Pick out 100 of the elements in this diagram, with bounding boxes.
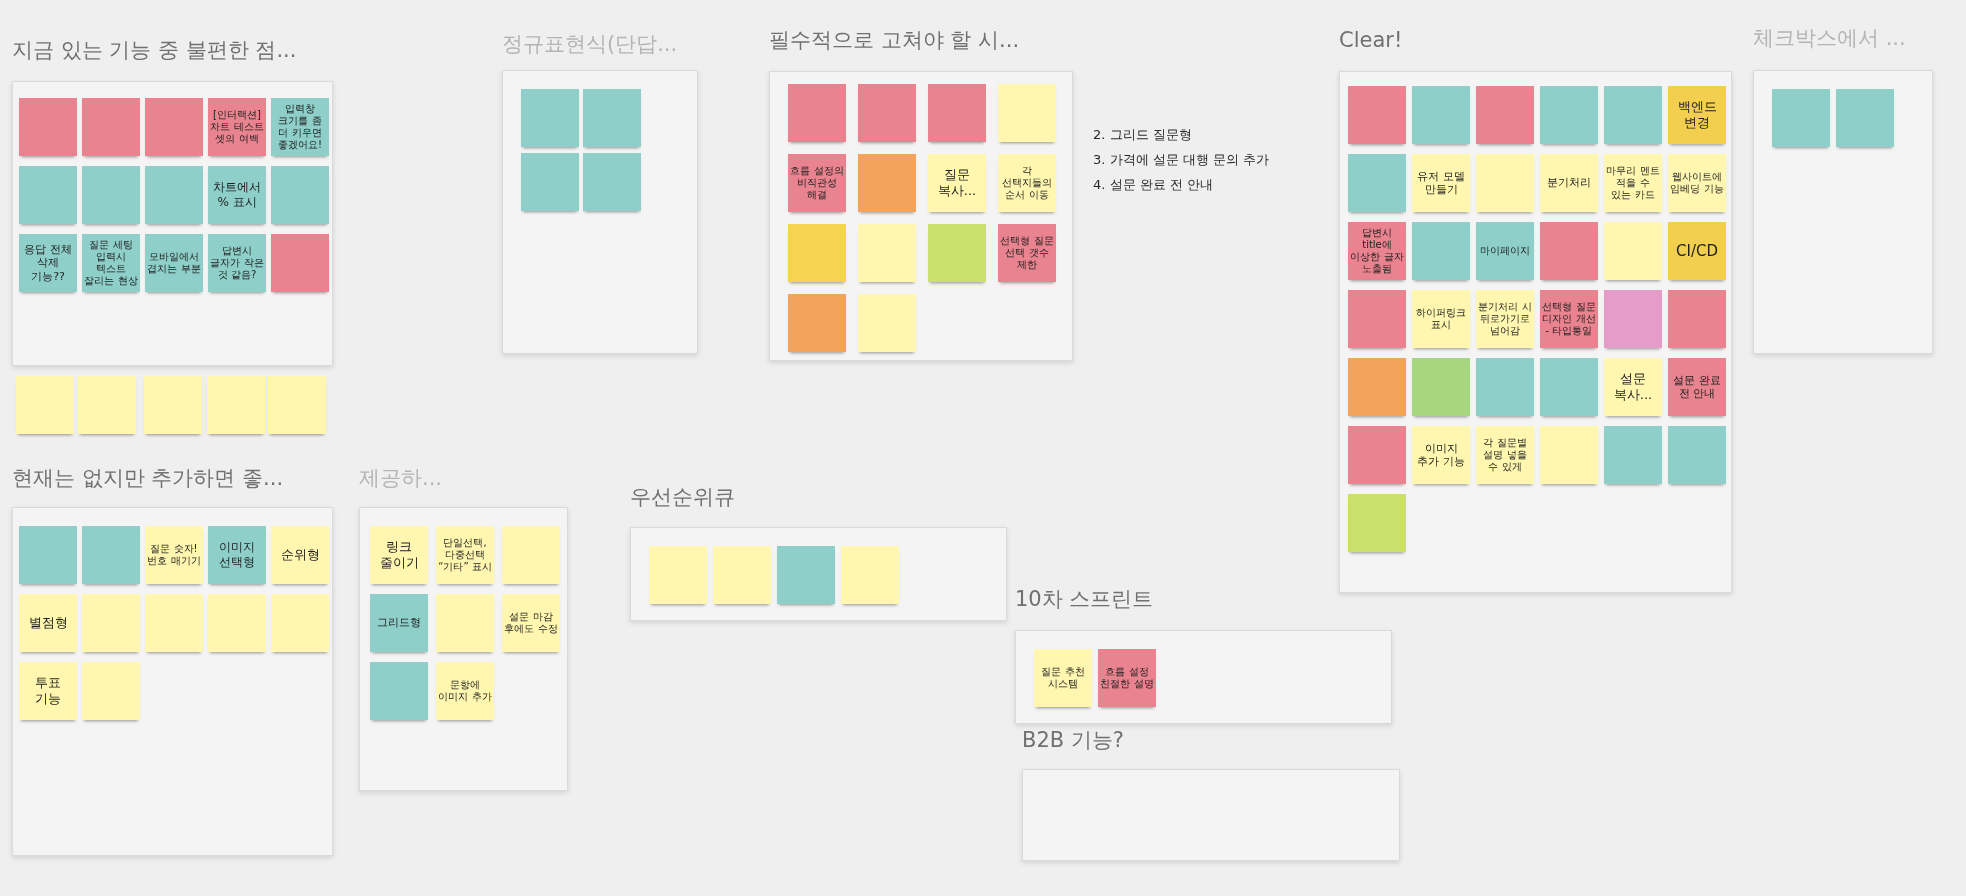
- sticky-note: [1540, 86, 1598, 144]
- sticky-note: [1348, 358, 1406, 416]
- sticky-note: [19, 98, 77, 156]
- list-item: 3. 가격에 설문 대행 문의 추가: [1093, 151, 1270, 169]
- sticky-note: [858, 84, 916, 142]
- sticky-note: [1668, 290, 1726, 348]
- sticky-note: 분기처리: [1540, 154, 1598, 212]
- sticky-note: 질문 세팅 입력시 텍스트 잘리는 현상: [82, 234, 140, 292]
- sticky-note: 링크 줄이기: [370, 526, 428, 584]
- frame-title: B2B 기능?: [1022, 727, 1124, 753]
- frame-title: 제공하...: [359, 465, 443, 491]
- sticky-note: [인터랙션] 차트 테스트 셋의 여백: [208, 98, 266, 156]
- frame-title: 우선순위큐: [630, 484, 735, 510]
- sticky-note: [1604, 222, 1662, 280]
- sticky-note: [271, 594, 329, 652]
- sticky-note: [78, 376, 136, 434]
- sticky-note: 모바일에서 겹치는 부분: [145, 234, 203, 292]
- sticky-note: 답변시 글자가 작은 것 같음?: [208, 234, 266, 292]
- sticky-note: [1476, 154, 1534, 212]
- sticky-note: 하이퍼링크 표시: [1412, 290, 1470, 348]
- sticky-note: 웹사이트에 임베딩 기능: [1668, 154, 1726, 212]
- sticky-note: 분기처리 시 뒤로가기로 넘어감: [1476, 290, 1534, 348]
- sticky-note: [583, 153, 641, 211]
- frame-title: 현재는 없지만 추가하면 좋...: [12, 465, 284, 491]
- sticky-note: [1604, 86, 1662, 144]
- sticky-note: [207, 376, 265, 434]
- sticky-note: 설문 완료 전 안내: [1668, 358, 1726, 416]
- sticky-note: [82, 166, 140, 224]
- sticky-note: 유저 모델 만들기: [1412, 154, 1470, 212]
- sticky-note: [1348, 426, 1406, 484]
- sticky-note: [1476, 86, 1534, 144]
- frame-title: 필수적으로 고쳐야 할 시...: [769, 27, 1020, 53]
- sticky-note: [1348, 494, 1406, 552]
- sticky-note: [145, 166, 203, 224]
- sticky-note: [144, 376, 202, 434]
- sticky-note: [19, 526, 77, 584]
- sticky-note: [1348, 154, 1406, 212]
- sticky-note: [1540, 426, 1598, 484]
- sticky-note: [1540, 358, 1598, 416]
- sticky-note: [1836, 89, 1894, 147]
- sticky-note: [858, 294, 916, 352]
- sticky-note: [858, 154, 916, 212]
- sticky-note: [649, 546, 707, 604]
- sticky-note: 별점형: [19, 594, 77, 652]
- sticky-note: 마이페이지: [1476, 222, 1534, 280]
- sticky-note: [436, 594, 494, 652]
- sticky-note: [1412, 358, 1470, 416]
- sticky-note: [1412, 86, 1470, 144]
- list-item: 2. 그리드 질문형: [1093, 126, 1192, 144]
- sticky-note: 질문 복사...: [928, 154, 986, 212]
- sticky-note: [788, 294, 846, 352]
- sticky-note: [82, 662, 140, 720]
- sticky-note: [1604, 290, 1662, 348]
- sticky-note: [82, 594, 140, 652]
- sticky-note: 선택형 질문 디자인 개선 - 타입통일: [1540, 290, 1598, 348]
- sticky-note: [841, 546, 899, 604]
- sticky-note: 백엔드 변경: [1668, 86, 1726, 144]
- sticky-note: 흐름 설정 친절한 설명: [1098, 649, 1156, 707]
- sticky-note: [268, 376, 326, 434]
- sticky-note: [583, 89, 641, 147]
- sticky-note: 입력창 크기를 좀 더 키우면 좋겠어요!: [271, 98, 329, 156]
- sticky-note: [1540, 222, 1598, 280]
- sticky-note: [16, 376, 74, 434]
- frame-title: 10차 스프린트: [1015, 586, 1154, 612]
- sticky-note: [521, 89, 579, 147]
- list-item: 4. 설문 완료 전 안내: [1093, 176, 1213, 194]
- frame-title: Clear!: [1339, 27, 1403, 53]
- frame-title: 정규표현식(단답...: [502, 31, 678, 57]
- sticky-note: [777, 546, 835, 604]
- sticky-note: [928, 224, 986, 282]
- sticky-note: [271, 166, 329, 224]
- sticky-note: [1412, 222, 1470, 280]
- sticky-note: [208, 594, 266, 652]
- sticky-note: 질문 숫자! 번호 매기기: [145, 526, 203, 584]
- sticky-note: [370, 662, 428, 720]
- sticky-note: 선택형 질문 선택 갯수 제한: [998, 224, 1056, 282]
- sticky-note: 문항에 이미지 추가: [436, 662, 494, 720]
- sticky-note: 차트에서 % 표시: [208, 166, 266, 224]
- sticky-note: [928, 84, 986, 142]
- sticky-note: [1668, 426, 1726, 484]
- sticky-note: [1604, 426, 1662, 484]
- sticky-note: [82, 526, 140, 584]
- sticky-note: [998, 84, 1056, 142]
- sticky-note: 질문 추천 시스템: [1034, 649, 1092, 707]
- sticky-note: [788, 84, 846, 142]
- sticky-note: [1348, 86, 1406, 144]
- sticky-note: [521, 153, 579, 211]
- frame-title: 지금 있는 기능 중 불편한 점...: [12, 37, 297, 63]
- sticky-note: 답변시 title에 이상한 글자 노출됨: [1348, 222, 1406, 280]
- sticky-note: 그리드형: [370, 594, 428, 652]
- sticky-note: [1348, 290, 1406, 348]
- sticky-note: [82, 98, 140, 156]
- sticky-note: [502, 526, 560, 584]
- sticky-note: [713, 546, 771, 604]
- sticky-note: [858, 224, 916, 282]
- sticky-note: 순위형: [271, 526, 329, 584]
- sticky-note: [271, 234, 329, 292]
- sticky-note: 응답 전체 삭제 기능??: [19, 234, 77, 292]
- sticky-note: 단일선택, 다중선택 “기타” 표시: [436, 526, 494, 584]
- sticky-note: 투표 기능: [19, 662, 77, 720]
